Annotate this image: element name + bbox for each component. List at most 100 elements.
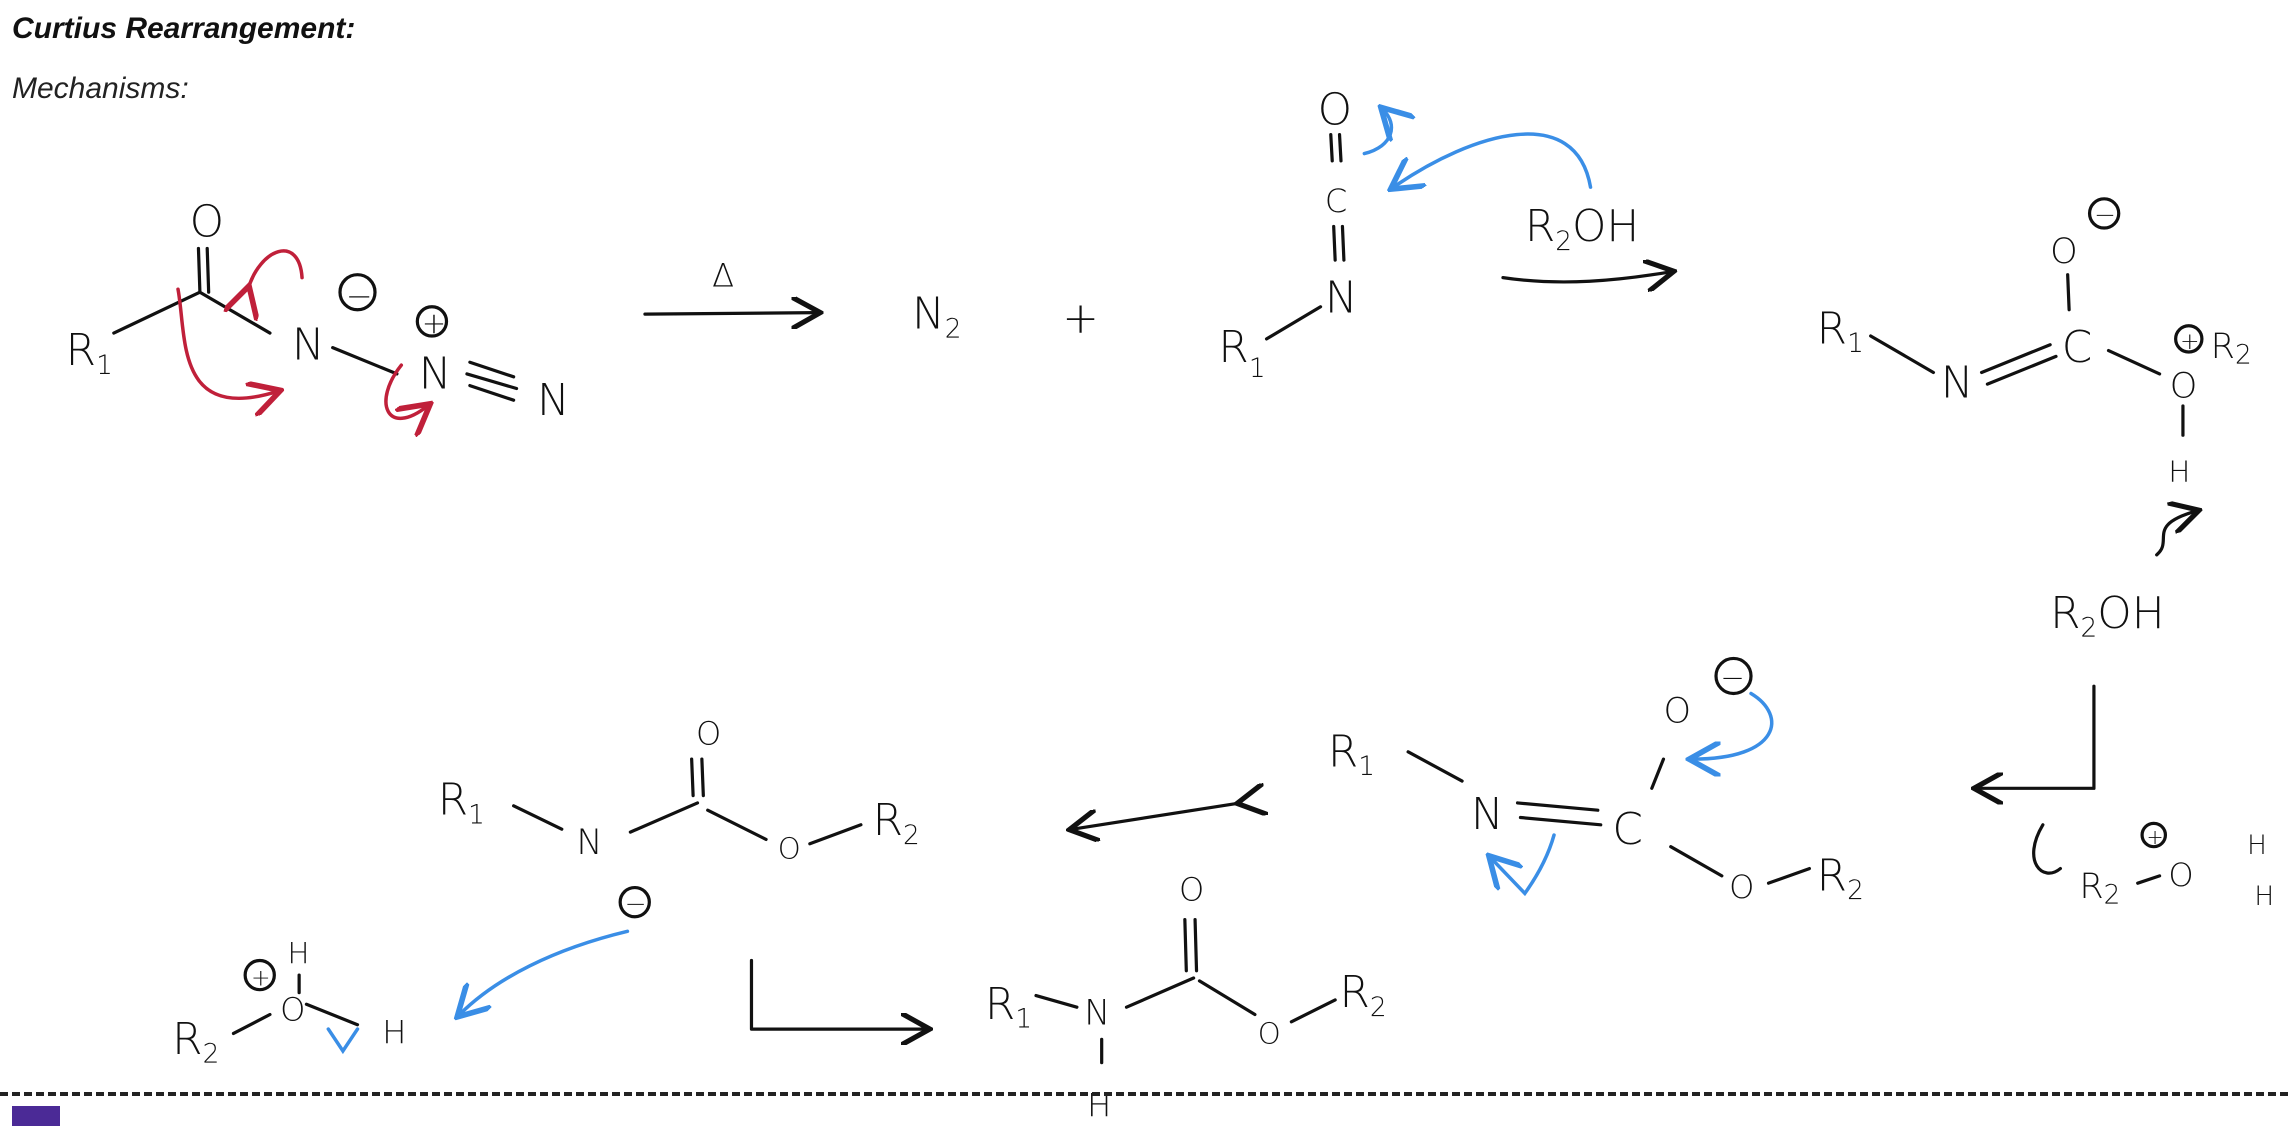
double-bond (1979, 343, 2058, 386)
resonance-arrow (1073, 803, 1241, 829)
atom-R1: R1 (66, 325, 113, 381)
reaction-arrow (1501, 272, 1671, 282)
atom-H: H (1087, 1087, 1111, 1117)
bond (1406, 750, 1464, 783)
negative-charge-circle (618, 885, 651, 919)
atom-O: O (280, 990, 305, 1028)
atom-C: C (1612, 804, 1643, 855)
isocyanate: O C N R1 (1218, 84, 1593, 384)
curved-arrow-icon (2155, 511, 2196, 557)
atom-H: H (2254, 882, 2274, 912)
positive-charge-circle (2174, 324, 2204, 354)
negative-charge-circle (2087, 197, 2121, 230)
negative-charge: − (2094, 201, 2116, 231)
negative-charge: − (346, 277, 373, 315)
tetrahedral-intermediate: R1 N C O − O + R2 H (1817, 197, 2252, 557)
bond (331, 346, 399, 376)
atom-H: H (2247, 831, 2267, 861)
negative-charge: − (1720, 661, 1744, 695)
bond (1766, 866, 1811, 885)
curved-arrow-icon (1394, 132, 1593, 187)
atom-C: C (1325, 182, 1347, 220)
page-title: Curtius Rearrangement: (12, 12, 356, 45)
atom-R2: R2 (1817, 850, 1864, 906)
bonds (1650, 757, 1724, 878)
curved-arrow-icon (1491, 833, 1556, 897)
heat-label: Δ (712, 256, 734, 294)
negative-charge: − (625, 889, 647, 919)
nitrogen-gas: N2 (912, 289, 961, 345)
base-alcohol: R2OH (2050, 588, 2164, 644)
oxonium-ion: R2 O + H H (172, 936, 406, 1069)
atom-O: O (2168, 856, 2193, 894)
carbamate-anion: R1 N − O O R2 (438, 715, 920, 1015)
curved-arrow-icon (176, 287, 277, 398)
positive-charge: + (2146, 825, 2163, 849)
atom-R1: R1 (1218, 322, 1265, 384)
double-bond (1515, 801, 1603, 827)
triple-bond (465, 360, 519, 402)
atom-N: N (1471, 789, 1504, 840)
bond (1264, 305, 1323, 341)
curved-arrow-icon (1693, 691, 1774, 759)
atom-R2: R2 (1340, 967, 1387, 1023)
plus-sign: + (1062, 293, 1099, 344)
atom-N: N (419, 349, 452, 400)
double-bond (1332, 224, 1346, 262)
bonds (112, 290, 272, 335)
atom-H: H (287, 936, 309, 970)
atom-O: O (1663, 691, 1691, 732)
atom-O: O (2050, 231, 2078, 272)
atom-H: H (382, 1014, 406, 1052)
section-heading: Mechanisms: (12, 72, 189, 105)
atom-R2: R2 (172, 1014, 219, 1070)
atom-R1: R1 (1817, 303, 1864, 359)
atom-N: N (537, 375, 570, 426)
atom-N: N (576, 822, 602, 863)
curved-arrow-icon (248, 249, 304, 289)
positive-charge: + (251, 963, 271, 991)
atom-N: N (1084, 993, 1110, 1034)
atom-R2: R2 (2211, 326, 2252, 371)
atom-R2: R2 (2079, 866, 2120, 911)
atom-N: N (292, 319, 325, 370)
atom-O: O (2170, 365, 2198, 406)
atom-O: O (1318, 84, 1352, 135)
acyl-azide: O R1 N − N + N (66, 197, 570, 426)
double-bond (1329, 133, 1343, 163)
double-bond (196, 246, 211, 294)
negative-charge-circle (338, 273, 377, 312)
atom-O: O (696, 715, 721, 753)
atom-O: O (1179, 871, 1204, 909)
positive-charge: + (422, 306, 446, 340)
bond (512, 804, 564, 831)
positive-charge-circle (415, 305, 449, 338)
bond (1869, 334, 1936, 375)
atom-O: O (1729, 868, 1754, 906)
page-divider (0, 1092, 2288, 1096)
reagent-alcohol: R2OH (1525, 201, 1639, 257)
atom-H: H (2168, 455, 2190, 489)
atom-R1: R1 (1328, 726, 1375, 782)
reaction-arrow (1977, 684, 2096, 788)
carbamate-product: R1 N H O O R2 (985, 871, 1387, 1117)
bond (2136, 874, 2162, 885)
positive-charge-circle (2140, 821, 2168, 849)
atom-O: O (190, 197, 224, 248)
curved-arrow-icon (460, 929, 630, 1014)
atom-R1: R1 (438, 775, 485, 831)
page-badge[interactable] (12, 1106, 60, 1126)
bond (1034, 993, 1079, 1009)
atom-O: O (778, 831, 801, 865)
imidate-intermediate: R1 N C O − O R2 (1328, 656, 1864, 906)
curved-arrow-icon (1362, 110, 1391, 156)
positive-charge: + (2180, 327, 2200, 355)
bonds (231, 973, 360, 1036)
positive-charge-circle (243, 958, 276, 992)
atom-C: C (2062, 322, 2093, 373)
curved-arrow-icon (326, 1027, 360, 1055)
atom-O: O (1258, 1017, 1281, 1051)
atom-N: N (1325, 273, 1358, 324)
atom-R1: R1 (985, 979, 1032, 1035)
